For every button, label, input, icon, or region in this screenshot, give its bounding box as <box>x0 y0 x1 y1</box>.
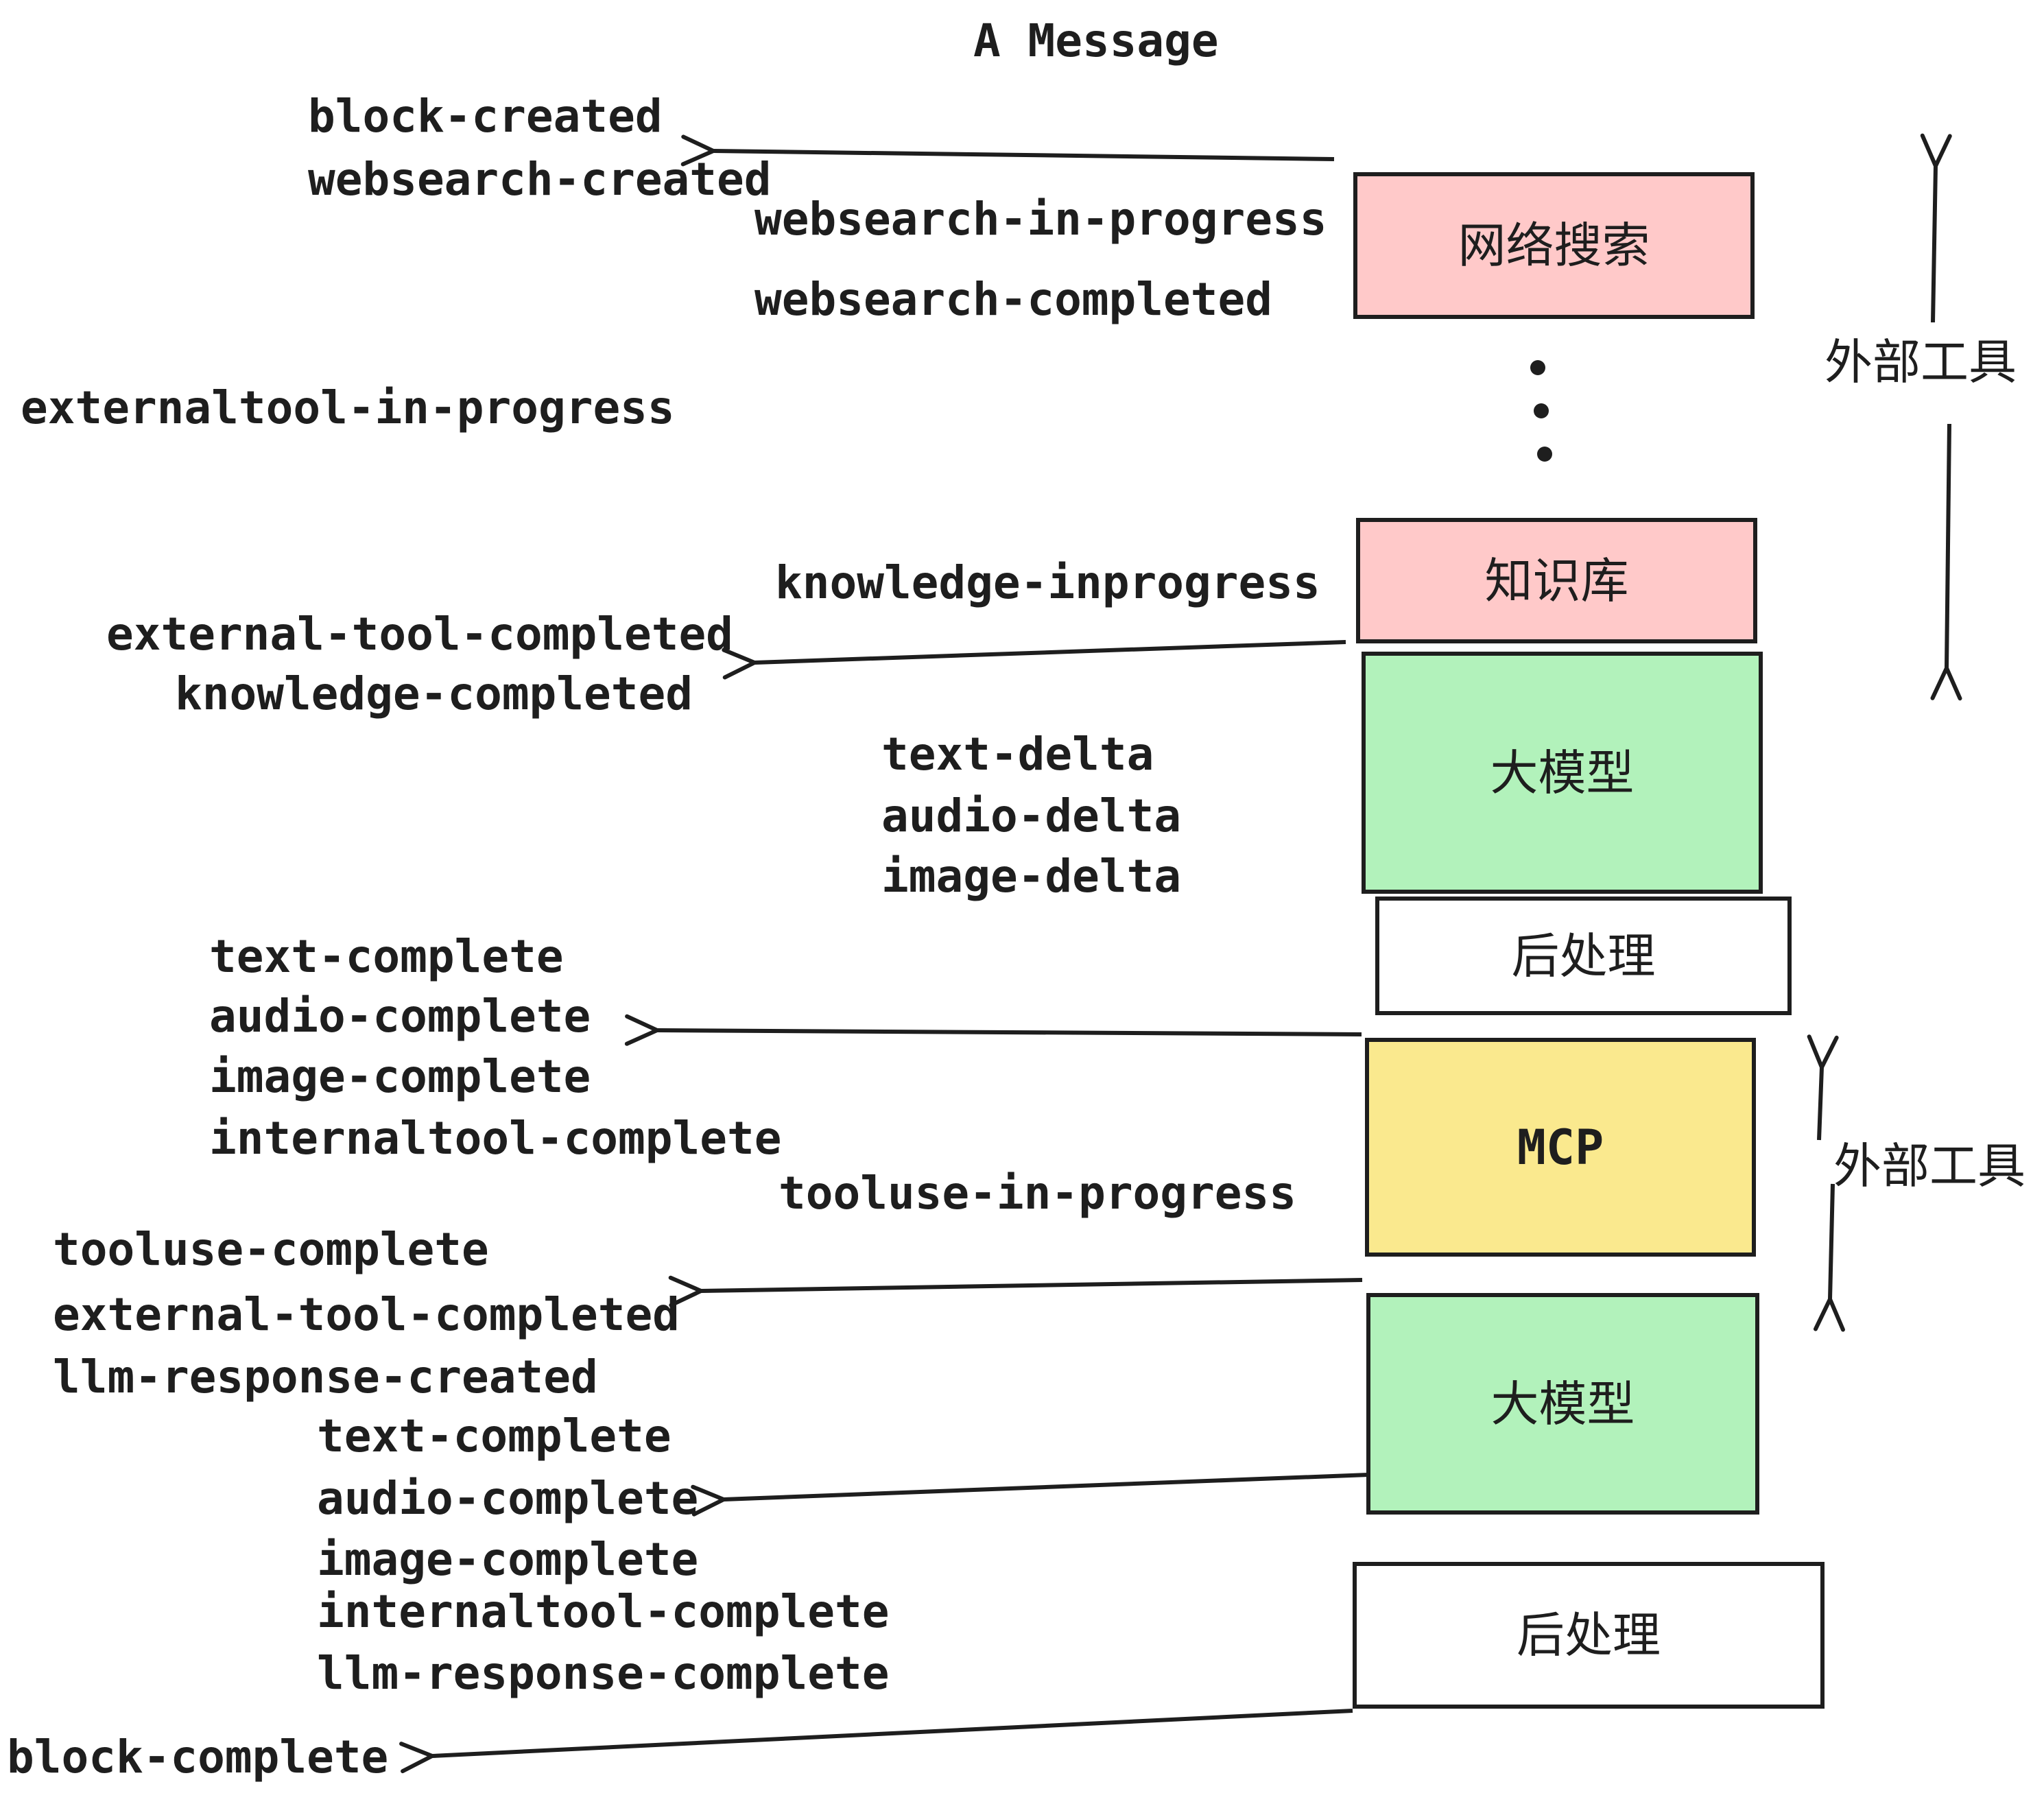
diagram-title: A Message <box>973 14 1219 67</box>
event-label-block-created: block-created <box>308 90 663 143</box>
event-label-external-tool-completed: external-tool-completed <box>106 608 733 661</box>
arrow-audio-complete <box>691 1473 1369 1517</box>
event-label-image-delta-1: image-delta <box>881 850 1182 903</box>
event-label-knowledge-completed: knowledge-completed <box>175 667 693 720</box>
event-label-tooluse-in-progress: tooluse-in-progress <box>779 1167 1296 1220</box>
vertical-ellipsis-dots <box>1530 360 1552 462</box>
box-mcp-label: MCP <box>1517 1119 1604 1176</box>
external-tool-arrow-up-1 <box>1920 133 1952 323</box>
event-label-text-complete-2: text-complete <box>317 1410 672 1462</box>
box-mcp: MCP <box>1365 1038 1756 1257</box>
event-label-websearch-in-progress: websearch-in-progress <box>754 193 1327 246</box>
event-label-websearch-completed: websearch-completed <box>754 273 1272 326</box>
arrow-image-complete <box>624 1014 1362 1046</box>
box-web-search: 网络搜索 <box>1353 172 1755 319</box>
arrow-block-created <box>680 134 1335 167</box>
event-label-image-complete-1: image-complete <box>209 1050 591 1103</box>
event-label-knowledge-inprogress: knowledge-inprogress <box>775 556 1320 609</box>
box-llm-2-label: 大模型 <box>1490 1375 1635 1432</box>
box-knowledge-base: 知识库 <box>1356 518 1757 643</box>
event-label-llm-response-created: llm-response-created <box>53 1351 598 1403</box>
event-label-text-complete-1: text-complete <box>209 930 564 983</box>
box-post-processing-2: 后处理 <box>1353 1562 1825 1709</box>
external-tool-arrow-down-1 <box>1930 423 1962 701</box>
event-label-tooluse-complete: tooluse-complete <box>53 1223 489 1276</box>
event-label-audio-complete-2: audio-complete <box>317 1472 699 1525</box>
event-label-llm-response-complete: llm-response-complete <box>317 1647 890 1700</box>
side-label-external-tools-1: 外部工具 <box>1825 334 2017 390</box>
event-label-image-complete-2: image-complete <box>317 1533 699 1586</box>
arrow-block-complete <box>399 1709 1353 1774</box>
event-label-audio-complete-1: audio-complete <box>209 990 591 1043</box>
event-label-internaltool-complete-2: internaltool-complete <box>317 1585 890 1638</box>
event-label-external-tool-completed-2: external-tool-completed <box>53 1288 680 1341</box>
external-tool-arrow-down-2 <box>1813 1183 1845 1332</box>
external-tool-arrow-up-2 <box>1807 1034 1839 1141</box>
event-label-internaltool-complete-1: internaltool-complete <box>209 1112 782 1165</box>
side-label-external-tools-2: 外部工具 <box>1833 1138 2025 1194</box>
event-label-block-complete: block-complete <box>7 1731 389 1783</box>
event-label-text-delta-1: text-delta <box>881 728 1154 781</box>
box-web-search-label: 网络搜索 <box>1458 217 1650 274</box>
event-label-externaltool-in-progress: externaltool-in-progress <box>21 381 675 434</box>
event-label-websearch-created: websearch-created <box>308 153 772 206</box>
box-llm-1: 大模型 <box>1362 652 1763 894</box>
event-label-audio-delta-1: audio-delta <box>881 790 1182 842</box>
box-knowledge-base-label: 知识库 <box>1484 552 1629 609</box>
box-post-processing-2-label: 后处理 <box>1517 1607 1661 1663</box>
box-post-processing-1-label: 后处理 <box>1511 927 1656 984</box>
box-llm-1-label: 大模型 <box>1490 744 1635 801</box>
box-llm-2: 大模型 <box>1366 1293 1759 1515</box>
box-post-processing-1: 后处理 <box>1375 897 1792 1015</box>
arrow-knowledge-completed <box>722 640 1346 680</box>
arrow-tooluse-complete <box>668 1275 1363 1307</box>
